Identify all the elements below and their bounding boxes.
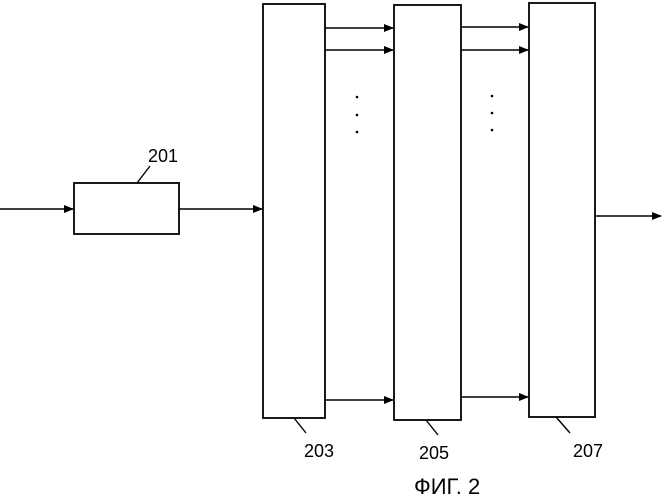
block-207: [529, 3, 595, 417]
block-201: [74, 183, 179, 234]
leader-line-201: [137, 166, 150, 183]
block-205: [394, 5, 461, 420]
figure-caption: ФИГ. 2: [414, 474, 480, 499]
leader-line-203: [294, 418, 306, 433]
label-203: 203: [304, 441, 334, 461]
leader-line-205: [426, 420, 438, 435]
ellipsis-dots-1: [356, 96, 359, 134]
ellipsis-dots-2: [491, 95, 494, 132]
label-201: 201: [148, 146, 178, 166]
leader-line-207: [556, 417, 570, 433]
block-203: [263, 4, 325, 418]
label-205: 205: [419, 443, 449, 463]
label-207: 207: [573, 441, 603, 461]
